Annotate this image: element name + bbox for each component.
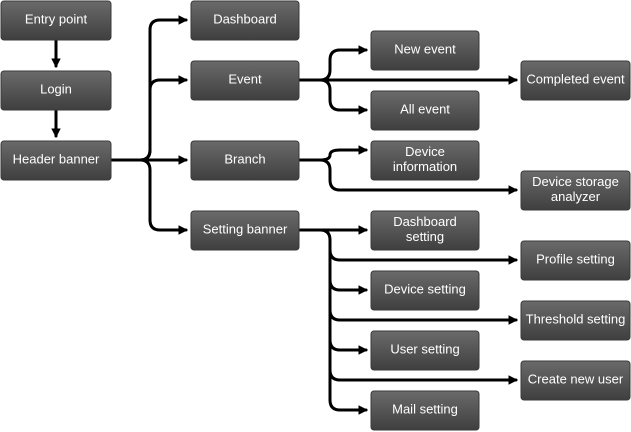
node-label-line: Profile setting: [536, 252, 615, 267]
connectors: [51, 15, 518, 415]
node-label: Entry point: [25, 12, 88, 27]
edge-event-to-new-event: [298, 45, 368, 82]
edge-setting-to-mail-setting: [328, 398, 368, 415]
edge-setting-banner-trunk: [298, 228, 332, 402]
node-mail-setting: Mail setting: [370, 390, 480, 431]
node-label-line: Device setting: [384, 282, 466, 297]
node-label-line: setting: [406, 229, 444, 244]
node-label-line: New event: [394, 42, 456, 57]
node-login: Login: [0, 70, 112, 111]
node-label-line: Login: [40, 82, 72, 97]
node-label: Threshold setting: [526, 312, 626, 327]
node-event: Event: [190, 60, 300, 101]
node-label: User setting: [390, 342, 459, 357]
node-label: Login: [40, 82, 72, 97]
node-label: Event: [228, 72, 262, 87]
edge-header-to-event: [138, 75, 188, 162]
node-label: All event: [400, 102, 450, 117]
node-label: Profile setting: [536, 252, 615, 267]
node-entry-point: Entry point: [0, 0, 112, 41]
node-all-event: All event: [370, 90, 480, 131]
node-setting-banner: Setting banner: [190, 210, 300, 251]
node-label-line: Device: [405, 144, 445, 159]
node-completed-event: Completed event: [520, 60, 631, 101]
node-label-line: Event: [228, 72, 262, 87]
node-threshold-setting: Threshold setting: [520, 300, 631, 341]
node-label: Create new user: [528, 372, 624, 387]
edge-setting-to-user-setting: [328, 338, 368, 355]
edge-event-to-all-event: [318, 78, 368, 115]
node-label-line: Create new user: [528, 372, 624, 387]
edge-header-to-setting-banner: [138, 158, 188, 235]
node-label-line: Dashboard: [213, 12, 277, 27]
node-label: Setting banner: [203, 222, 288, 237]
node-new-event: New event: [370, 30, 480, 71]
edge-branch-to-device-storage-analyzer: [318, 158, 518, 195]
node-label: New event: [394, 42, 456, 57]
node-label-line: User setting: [390, 342, 459, 357]
node-user-setting: User setting: [370, 330, 480, 371]
edge-setting-to-profile-setting: [328, 248, 518, 265]
node-label-line: Branch: [224, 152, 265, 167]
node-label-line: information: [393, 159, 457, 174]
node-label-line: Device storage: [532, 174, 619, 189]
node-label: Header banner: [13, 152, 100, 167]
edge-setting-to-device-setting: [328, 278, 368, 295]
node-label-line: Completed event: [526, 72, 625, 87]
node-label-line: All event: [400, 102, 450, 117]
node-dashboard: Dashboard: [190, 0, 300, 41]
node-label: Device setting: [384, 282, 466, 297]
node-label: Mail setting: [392, 402, 458, 417]
node-device-setting: Device setting: [370, 270, 480, 311]
node-label: Branch: [224, 152, 265, 167]
edge-setting-to-create-new-user: [328, 368, 518, 385]
edge-branch-to-device-information: [298, 145, 368, 162]
node-label-line: Setting banner: [203, 222, 288, 237]
node-label-line: Threshold setting: [526, 312, 626, 327]
node-create-new-user: Create new user: [520, 360, 631, 401]
node-branch: Branch: [190, 140, 300, 181]
node-header-banner: Header banner: [0, 140, 112, 181]
node-profile-setting: Profile setting: [520, 240, 631, 281]
node-label-line: analyzer: [551, 189, 601, 204]
node-label: Completed event: [526, 72, 625, 87]
node-label-line: Entry point: [25, 12, 88, 27]
node-label-line: Dashboard: [393, 214, 457, 229]
node-label: Dashboard: [213, 12, 277, 27]
node-label-line: Header banner: [13, 152, 100, 167]
node-label-line: Mail setting: [392, 402, 458, 417]
edge-setting-to-threshold-setting: [328, 308, 518, 325]
